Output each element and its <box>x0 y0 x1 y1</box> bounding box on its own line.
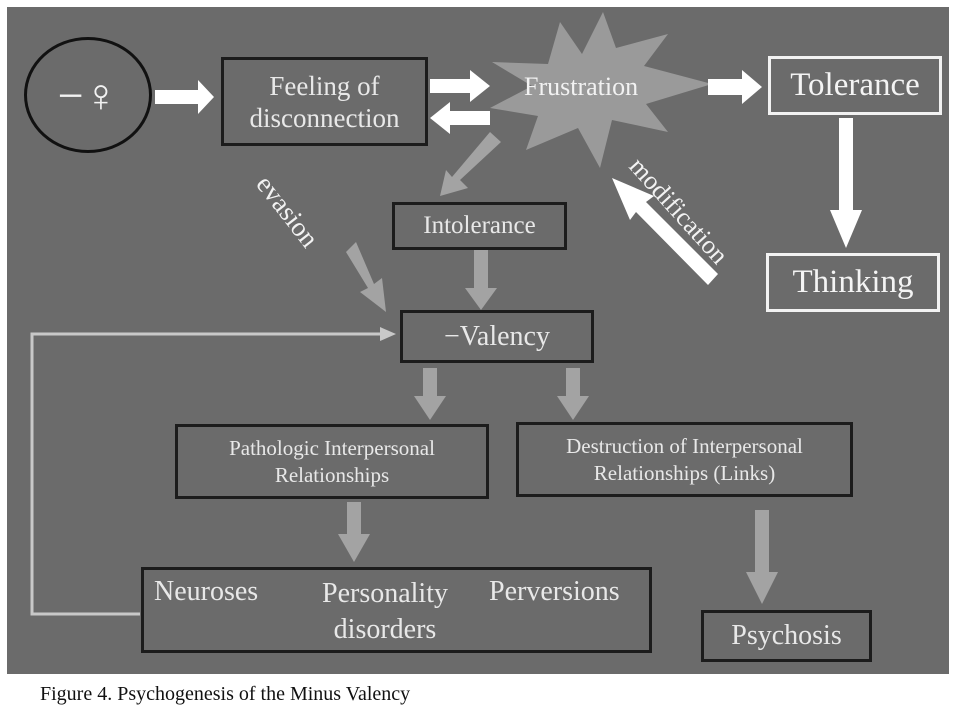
arrow-source-to-feeling <box>155 80 214 114</box>
feedback-line <box>30 332 380 616</box>
feedback-arrowhead <box>380 327 396 341</box>
source-node-ellipse: −♀ <box>24 37 152 153</box>
figure-caption: Figure 4. Psychogenesis of the Minus Val… <box>40 683 411 705</box>
arrow-pathologic-to-disorders <box>338 502 370 562</box>
arrow-tolerance-to-thinking <box>830 118 862 248</box>
disorder-neuroses: Neuroses <box>154 576 259 607</box>
arrow-modification <box>612 178 718 285</box>
arrow-intolerance-to-valency <box>465 248 497 310</box>
node-minus-valency: −Valency <box>400 310 594 363</box>
female-minus-symbol: −♀ <box>57 69 119 121</box>
arrow-frustration-to-feeling <box>430 102 490 134</box>
node-intolerance: Intolerance <box>392 202 567 250</box>
node-disorders <box>141 567 652 653</box>
arrow-valency-to-pathologic <box>414 368 446 420</box>
arrow-destruction-to-psychosis <box>746 510 778 604</box>
node-feeling: Feeling of disconnection <box>221 57 428 146</box>
frustration-starburst <box>490 12 712 168</box>
disorder-perversions: Perversions <box>489 576 620 607</box>
node-tolerance: Tolerance <box>768 56 942 115</box>
disorder-personality: Personality disorders <box>322 578 448 645</box>
node-destruction-relationships: Destruction of Interpersonal Relationshi… <box>516 422 853 497</box>
arrow-evasion <box>346 242 386 312</box>
node-frustration: Frustration <box>524 72 639 101</box>
arrow-feeling-to-frustration <box>430 70 490 102</box>
node-pathologic-relationships: Pathologic Interpersonal Relationships <box>175 424 489 499</box>
arrow-valency-to-destruction <box>557 368 589 420</box>
arrow-frustration-to-intolerance <box>440 132 501 196</box>
arrow-frustration-to-tolerance <box>708 70 762 104</box>
node-thinking: Thinking <box>766 253 940 312</box>
node-psychosis: Psychosis <box>701 610 872 662</box>
